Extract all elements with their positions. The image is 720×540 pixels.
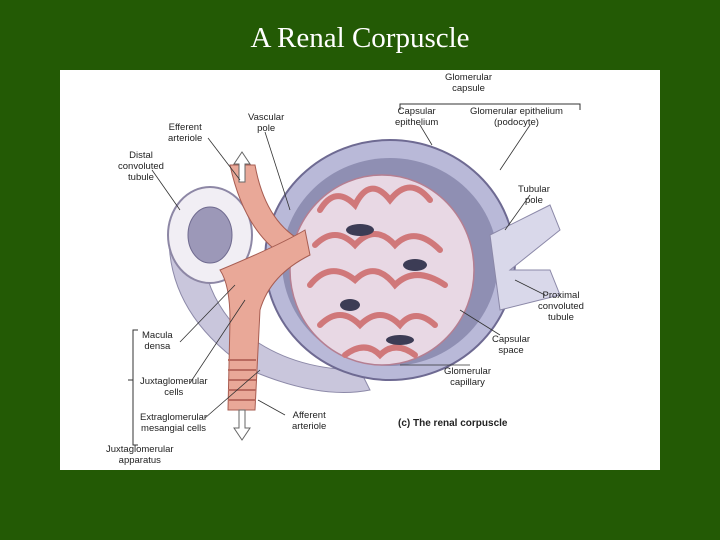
capsular-space-gaps bbox=[340, 224, 427, 345]
afferent-coil bbox=[228, 359, 256, 401]
slide-title: A Renal Corpuscle bbox=[250, 22, 470, 54]
proximal-tubule-shape bbox=[489, 204, 561, 311]
label-glomerular-epithelium: Glomerular epithelium(podocyte) bbox=[470, 106, 563, 128]
glomerular-capillary-loops bbox=[307, 184, 448, 360]
capsule-bracket bbox=[399, 103, 581, 110]
figure-caption: (c) The renal corpuscle bbox=[398, 418, 508, 429]
afferent-flow-arrow bbox=[233, 409, 251, 441]
afferent-arteriole-shape bbox=[219, 229, 311, 411]
jga-bracket bbox=[128, 329, 138, 446]
leader-lines bbox=[151, 124, 546, 419]
renal-corpuscle-illustration bbox=[128, 103, 581, 446]
efferent-flow-arrow bbox=[233, 151, 251, 183]
glomerulus bbox=[289, 174, 475, 366]
